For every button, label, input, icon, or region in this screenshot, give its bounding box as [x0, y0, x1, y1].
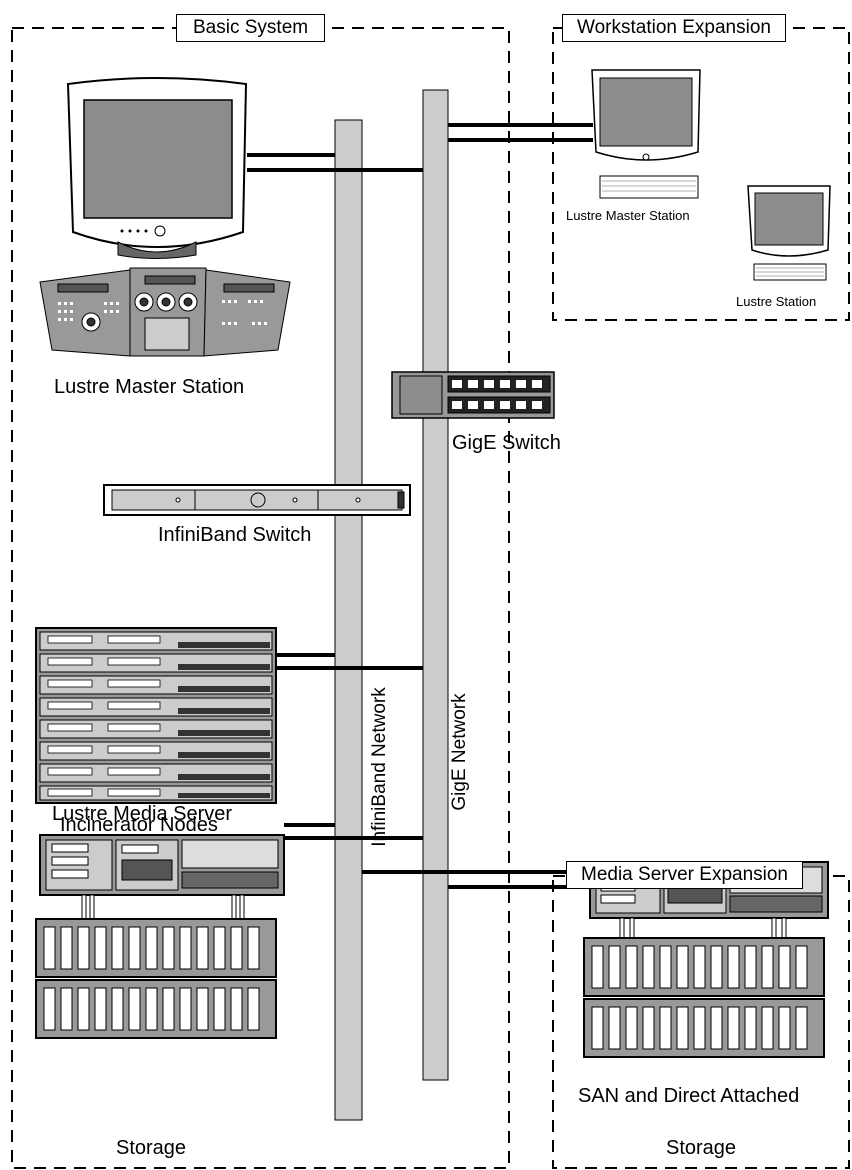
gige-network-label: GigE Network	[449, 693, 470, 811]
infiniband-network-label: InfiniBand Network	[369, 687, 390, 847]
workstation-expansion-label: Workstation Expansion	[562, 14, 786, 42]
server-storage-links	[81, 894, 245, 920]
ws-lustre-master-station-label: Lustre Master Station	[566, 208, 690, 223]
ws-lustre-station-label: Lustre Station	[736, 294, 817, 309]
infiniband-network-bar	[334, 119, 363, 1121]
ws-station-monitor	[747, 185, 831, 281]
lustre-media-server-device	[39, 834, 285, 896]
incinerator-nodes-rack	[35, 627, 277, 804]
san-storage-array	[583, 937, 825, 1058]
storage-label: Storage	[116, 1137, 187, 1159]
lustre-media-server-label: Lustre Media Server	[52, 803, 233, 825]
media-server-expansion-label: Media Server Expansion	[566, 861, 803, 889]
master-monitor	[66, 77, 248, 259]
san-storage-label-line1: SAN and Direct Attached	[578, 1085, 800, 1107]
gige-network-bar	[422, 89, 449, 1081]
infiniband-switch-device	[103, 484, 411, 516]
expansion-server-storage-links	[619, 917, 787, 939]
incinerator-nodes-label: Incinerator Nodes	[60, 814, 218, 836]
gige-switch-label: GigE Switch	[452, 432, 561, 454]
infiniband-switch-label: InfiniBand Switch	[158, 524, 312, 546]
san-storage-label-line2: Storage	[666, 1137, 737, 1159]
gige-switch-device	[391, 371, 555, 419]
storage-array	[35, 918, 277, 1039]
ws-master-monitor	[591, 69, 701, 199]
lustre-master-station-label: Lustre Master Station	[54, 376, 245, 398]
basic-system-label: Basic System	[176, 14, 326, 42]
control-panels	[39, 267, 291, 357]
